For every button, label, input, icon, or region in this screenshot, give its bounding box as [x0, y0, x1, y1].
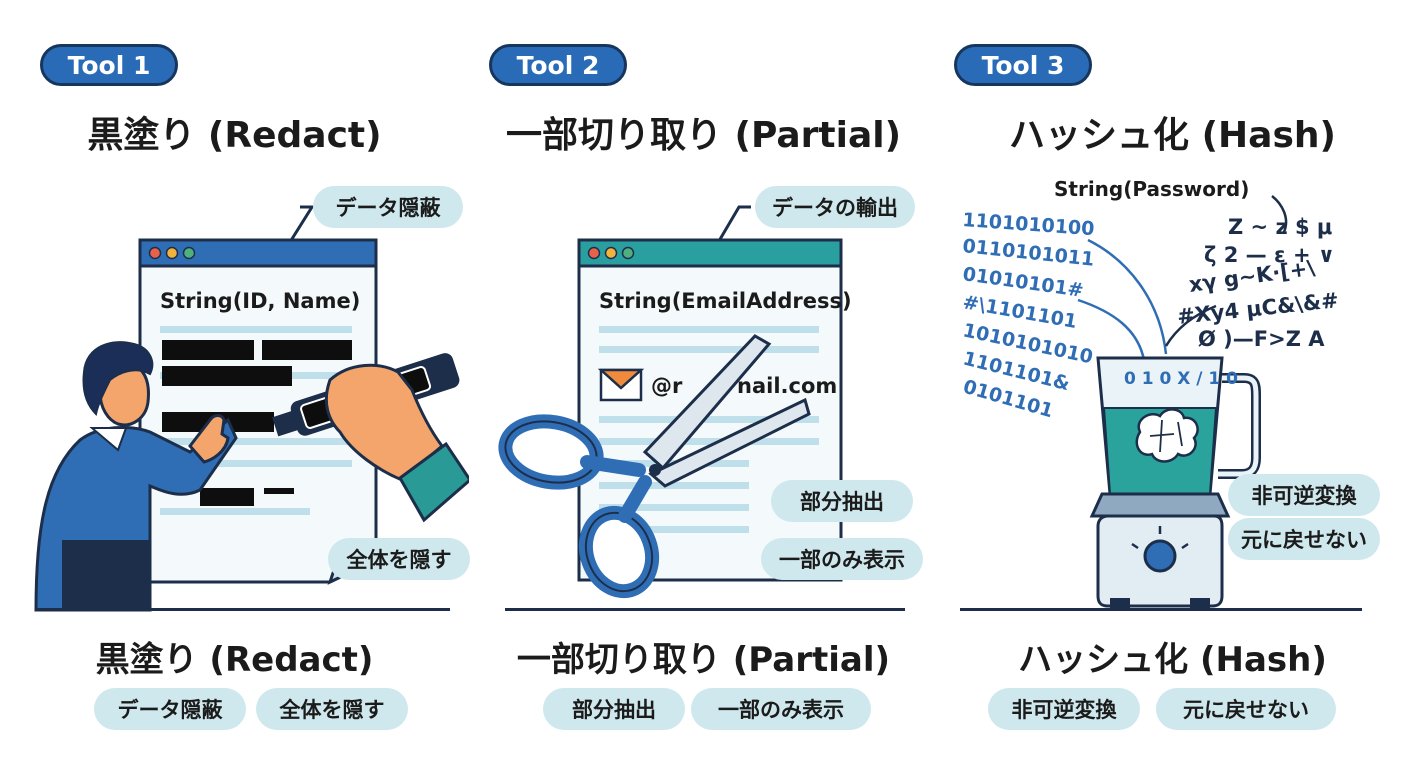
redaction-bar — [162, 340, 254, 360]
tag-hide-all: 全体を隠す — [256, 688, 408, 730]
callout-data-export: データの輸出 — [755, 186, 915, 228]
hand-icon — [324, 363, 469, 523]
callout-hide-all: 全体を隠す — [328, 538, 470, 580]
person-icon — [34, 341, 238, 612]
tag-cannot-restore: 元に戻せない — [1156, 688, 1336, 730]
blender-icon: 0 1 0 X / 1 0 — [1089, 356, 1261, 608]
close-dot-icon — [148, 246, 162, 260]
redact-illustration: String(ID, Name) — [34, 205, 469, 612]
tool2-title: 一部切り取り (Partial) — [505, 115, 902, 156]
tool3-badge: Tool 3 — [954, 44, 1092, 86]
window-string-label: String(ID, Name) — [160, 289, 360, 313]
svg-text:Ø )—F>Z A: Ø )—F>Z A — [1198, 327, 1325, 351]
redaction-bar — [262, 340, 352, 360]
tool2-badge: Tool 2 — [489, 44, 627, 86]
hash-output-glyphs: Z ~ z $ μ ζ 2 — ε + ∨ xγ g~K·[+\ #Xy4 μC… — [1164, 215, 1340, 351]
svg-text:1101010100: 1101010100 — [962, 209, 1095, 240]
input-string-label: String(Password) — [1054, 177, 1249, 201]
window-string-label: String(EmailAddress) — [599, 289, 852, 313]
tool2-bottom-title: 一部切り取り (Partial) — [516, 640, 891, 680]
tool3-bottom-title: ハッシュ化 (Hash) — [1018, 640, 1327, 680]
sleeve — [398, 441, 469, 523]
callout-data-hiding: データ隠蔽 — [313, 186, 463, 228]
scissors-icon — [498, 334, 811, 599]
svg-text:Z ~ z $ μ: Z ~ z $ μ — [1228, 215, 1332, 239]
callout-cannot-restore: 元に戻せない — [1228, 518, 1380, 560]
panel-partial: Tool 2 一部切り取り (Partial) String(EmailAddr… — [469, 0, 938, 768]
callout-partial-extract: 部分抽出 — [771, 480, 913, 522]
jar-glyphs: 0 1 0 X / 1 0 — [1124, 369, 1238, 389]
tool1-title: 黒塗り (Redact) — [87, 115, 382, 156]
ground-line — [960, 608, 1362, 611]
partial-illustration: String(EmailAddress) @r nail.com — [498, 205, 852, 599]
envelope-icon — [597, 368, 645, 402]
tag-show-part: 一部のみ表示 — [691, 688, 871, 730]
svg-text:ζ 2 — ε + ∨: ζ 2 — ε + ∨ — [1204, 243, 1335, 267]
hash-illustration: String(Password) 1101010100 0110101011 0… — [961, 177, 1340, 608]
brain-icon — [1135, 408, 1199, 463]
callout-show-part: 一部のみ表示 — [761, 538, 923, 580]
panel-hash: Tool 3 ハッシュ化 (Hash) String(Password) 110… — [938, 0, 1407, 768]
tag-irreversible: 非可逆変換 — [988, 688, 1140, 730]
window-titlebar — [138, 238, 378, 268]
tag-partial-extract: 部分抽出 — [543, 688, 685, 730]
ground-line — [505, 608, 905, 611]
maximize-dot-icon — [182, 246, 196, 260]
dial-icon — [1143, 539, 1177, 573]
close-dot-icon — [587, 246, 601, 260]
ground-line — [36, 608, 450, 611]
minimize-dot-icon — [604, 246, 618, 260]
panel-redact: Tool 1 黒塗り (Redact) String(ID, Name) — [0, 0, 470, 768]
redaction-bar — [200, 488, 254, 506]
tool3-title: ハッシュ化 (Hash) — [1009, 115, 1336, 156]
maximize-dot-icon — [621, 246, 635, 260]
minimize-dot-icon — [165, 246, 179, 260]
tag-data-hiding: データ隠蔽 — [94, 688, 246, 730]
window-titlebar — [577, 238, 843, 268]
callout-irreversible: 非可逆変換 — [1228, 474, 1380, 516]
tool1-bottom-title: 黒塗り (Redact) — [95, 640, 374, 680]
tool1-badge: Tool 1 — [40, 44, 178, 86]
email-fragment: @r — [651, 374, 683, 398]
email-domain: nail.com — [737, 374, 837, 398]
redaction-bar — [162, 366, 292, 386]
